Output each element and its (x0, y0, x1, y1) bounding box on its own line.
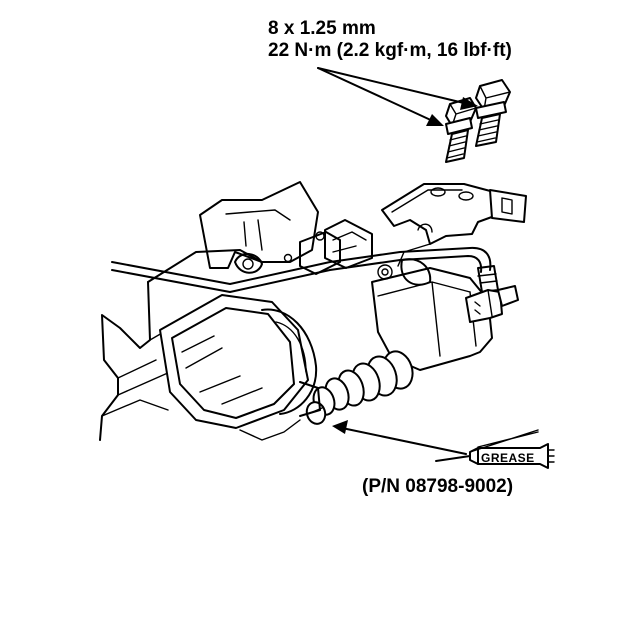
release-fork-boot (159, 294, 321, 441)
slave-cylinder (371, 258, 519, 371)
bolt-torque-callout: 22 N·m (2.2 kgf·m, 16 lbf·ft) (268, 40, 512, 61)
leader-arrows (317, 67, 478, 455)
bolt-icon (445, 79, 511, 163)
dust-boot (305, 350, 414, 425)
grease-label: GREASE (481, 451, 535, 465)
mounting-bracket (381, 183, 527, 267)
part-number-callout: (P/N 08798-9002) (362, 476, 514, 497)
bolt-size-callout: 8 x 1.25 mm (268, 18, 376, 39)
bolt-right (475, 79, 511, 147)
transmission-housing (99, 181, 373, 441)
grease-tube-icon (435, 429, 555, 469)
